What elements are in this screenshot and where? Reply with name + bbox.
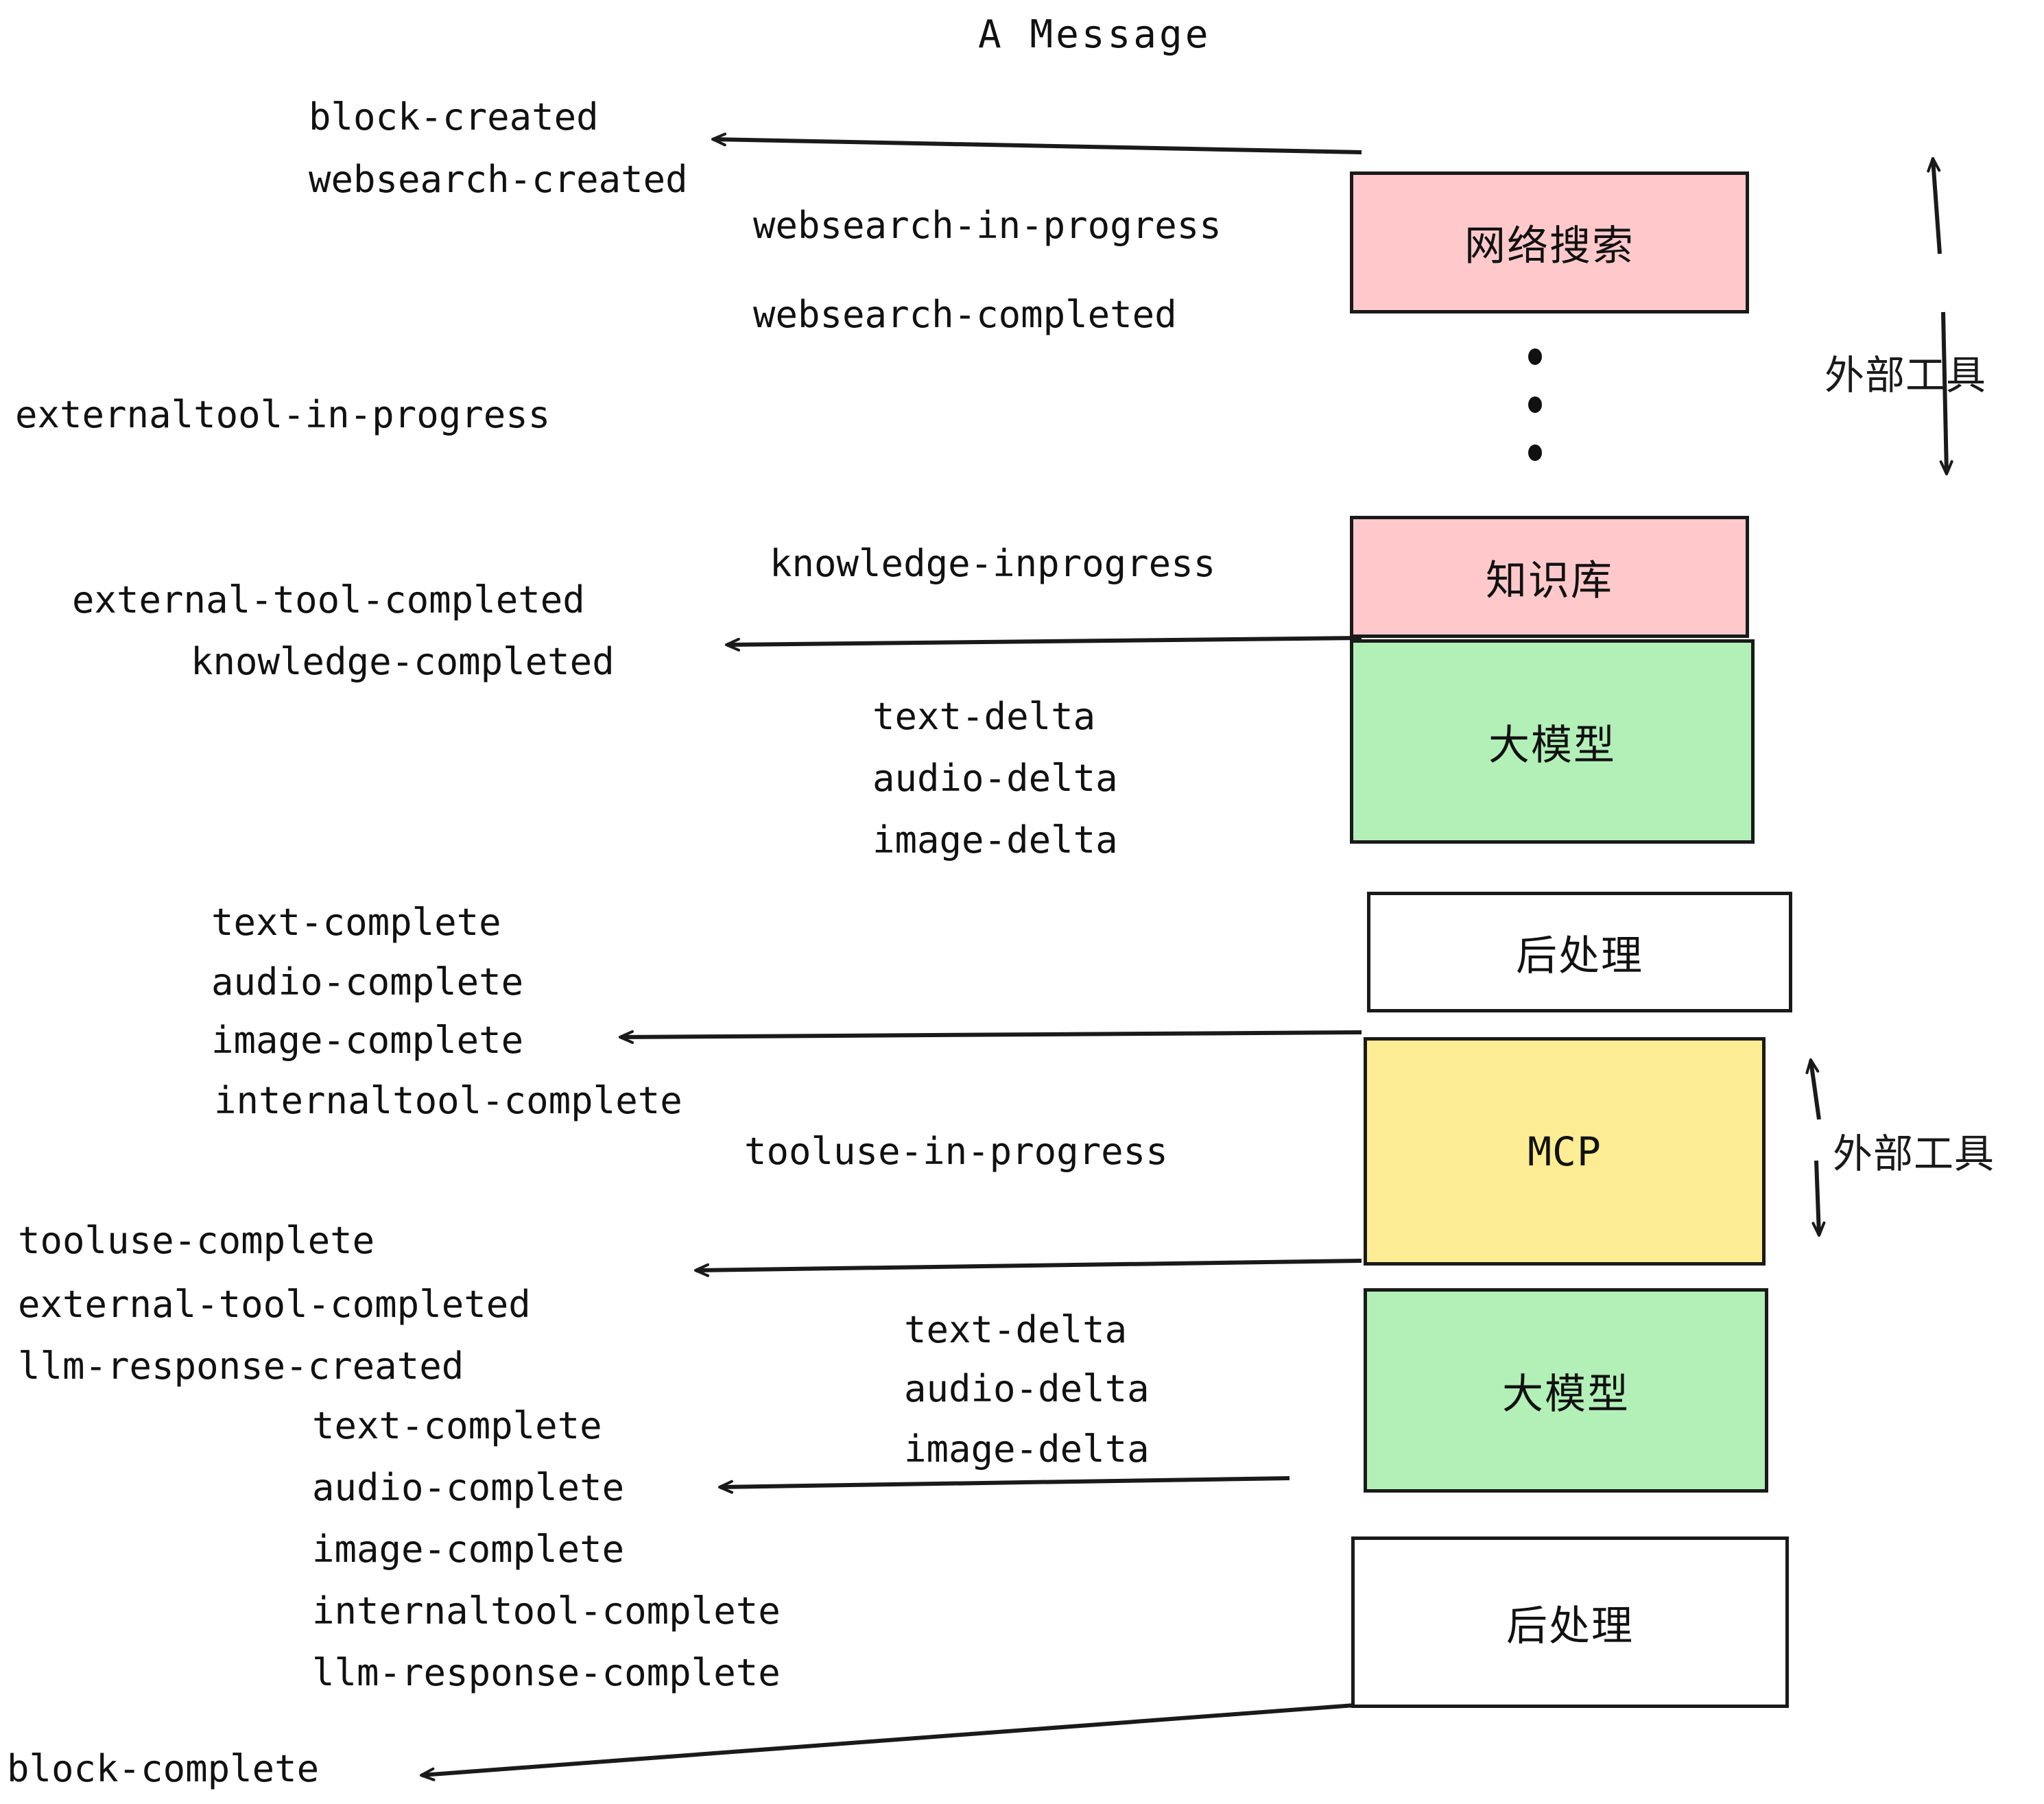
node-postprocess-1[interactable]: 后处理 [1367,892,1792,1012]
node-knowledge-label: 知识库 [1486,556,1613,605]
event-label-websearch-completed: websearch-completed [753,293,1177,336]
arrow-llm1-to-image-complete [619,1030,1362,1044]
node-websearch[interactable]: 网络搜索 [1350,171,1749,313]
event-label-websearch-in-progress: websearch-in-progress [753,204,1222,247]
ellipsis-dot-2 [1528,396,1542,413]
bracket-bottom-up-arrow [1805,1058,1821,1120]
event-label-tooluse-complete: tooluse-complete [18,1219,375,1262]
event-label-text-delta-2: text-delta [904,1308,1128,1351]
event-label-websearch-created: websearch-created [309,158,688,201]
event-label-block-complete: block-complete [7,1747,320,1790]
event-label-externaltool-in-progress: externaltool-in-progress [15,393,551,436]
event-label-audio-complete-1: audio-complete [211,960,524,1004]
side-label-external-tool-bottom: 外部工具 [1833,1130,1995,1177]
node-llm-1[interactable]: 大模型 [1350,639,1755,844]
diagram-title: A Message [978,12,1211,57]
event-label-audio-delta-1: audio-delta [872,757,1118,800]
arrow-mcp-to-tooluse-complete [694,1259,1362,1277]
event-label-audio-complete-2: audio-complete [312,1466,625,1509]
bracket-bottom-down-arrow [1811,1160,1826,1237]
node-mcp-label: MCP [1528,1128,1602,1175]
event-label-text-complete-2: text-complete [312,1404,602,1447]
ellipsis-dot-1 [1528,348,1542,365]
bracket-top-up-arrow [1927,157,1942,254]
node-knowledge[interactable]: 知识库 [1350,516,1749,638]
event-label-knowledge-inprogress: knowledge-inprogress [770,542,1216,585]
node-llm-1-label: 大模型 [1488,721,1616,770]
node-postprocess-2-label: 后处理 [1506,1602,1634,1650]
event-label-image-delta-2: image-delta [904,1427,1150,1471]
node-mcp[interactable]: MCP [1364,1037,1766,1266]
event-label-external-tool-completed-1: external-tool-completed [72,578,585,621]
event-label-text-delta-1: text-delta [872,695,1096,738]
node-llm-2-label: 大模型 [1502,1370,1630,1419]
event-label-image-delta-1: image-delta [872,818,1118,862]
arrow-llm2-to-audio-complete [718,1476,1290,1494]
ellipsis-dot-3 [1528,444,1542,461]
node-llm-2[interactable]: 大模型 [1364,1288,1768,1493]
event-label-llm-response-created: llm-response-created [18,1344,464,1388]
event-label-internaltool-complete-1: internaltool-complete [214,1079,682,1122]
arrow-knowledge-to-completed [725,636,1362,652]
arrow-websearch-to-created [711,132,1362,154]
side-label-external-tool-top: 外部工具 [1825,352,1987,399]
event-label-external-tool-completed-2: external-tool-completed [18,1283,531,1326]
node-websearch-label: 网络搜索 [1464,222,1635,270]
event-label-image-complete-2: image-complete [312,1528,625,1571]
event-label-image-complete-1: image-complete [211,1019,524,1062]
node-postprocess-1-label: 后处理 [1516,931,1643,980]
event-label-tooluse-in-progress: tooluse-in-progress [744,1130,1168,1173]
event-label-block-created: block-created [309,95,599,139]
node-postprocess-2[interactable]: 后处理 [1351,1536,1789,1708]
event-label-knowledge-completed: knowledge-completed [191,640,615,683]
event-label-internaltool-complete-2: internaltool-complete [312,1589,781,1633]
event-label-llm-response-complete: llm-response-complete [312,1651,781,1694]
arrow-postprocess2-to-block-complete [420,1702,1364,1781]
event-label-text-complete-1: text-complete [211,901,501,944]
event-label-audio-delta-2: audio-delta [904,1367,1150,1410]
